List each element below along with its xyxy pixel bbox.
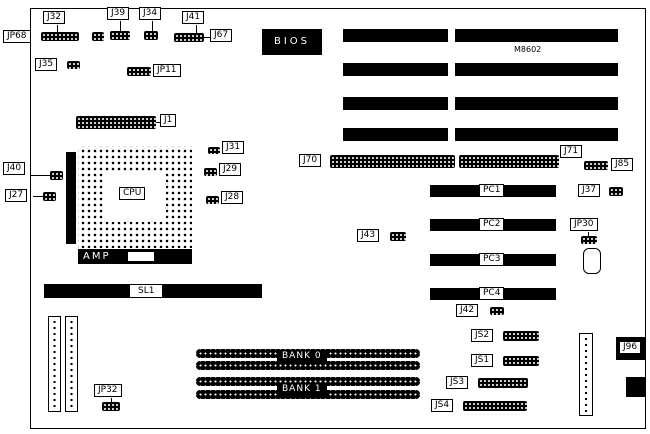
label-j40: J40 [3,162,26,175]
slot-row2-right [455,63,618,76]
label-j43: J43 [357,229,380,242]
leader-line-j27 [33,196,43,197]
j71-header-icon [459,155,559,168]
label-j41: J41 [182,11,205,24]
js2-header-icon [503,331,539,341]
leader-line-j32 [57,25,58,32]
jp68-header-icon [41,32,79,41]
label-js4: JS4 [431,399,454,412]
js3-header-icon [478,378,528,388]
label-j32: J32 [43,11,66,24]
label-pc3: PC3 [479,253,505,266]
left-power-header2-icon [65,316,78,412]
j1-header-icon [76,116,156,129]
bank0-simm-slot-2 [196,361,420,370]
jp30-header-icon [581,236,597,244]
keyboard-connector-block [626,377,646,397]
leader-line-j39 [120,21,121,31]
label-js2: JS2 [471,329,494,342]
j40-header-icon [50,171,63,180]
label-cpu: CPU [119,187,146,200]
leader-line-j41 [196,25,197,33]
bios-chip: BIOS [262,29,322,55]
cpu-side-bar [66,152,76,244]
j31-header-icon [208,147,220,154]
slot-row3-right [455,97,618,110]
j29-header-icon [204,168,217,176]
label-j28: J28 [221,191,244,204]
board-model-text: M8602 [514,45,542,54]
left-power-header-icon [48,316,61,412]
leader-line-j1 [156,122,160,123]
slot-row4-left [343,128,448,141]
label-jp11: JP11 [153,64,181,77]
label-jp30: JP30 [570,218,598,231]
slot-row4-right [455,128,618,141]
j37-header-icon [609,187,623,196]
label-j35: J35 [35,58,58,71]
label-js3: JS3 [446,376,469,389]
label-j27: J27 [5,189,28,202]
label-j70: J70 [299,154,322,167]
label-bank0: BANK 0 [277,350,327,363]
jp11-header-icon [127,67,151,76]
label-pc4: PC4 [479,287,505,300]
js4-header-icon [463,401,527,411]
label-j67: J67 [210,29,233,42]
j34-header-icon [144,31,158,40]
leader-line-j67 [204,37,210,38]
slot-row1-left [343,29,448,42]
js1-header-icon [503,356,539,366]
label-j39: J39 [107,7,130,20]
label-j1: J1 [160,114,177,127]
j85-header-icon [584,161,608,170]
amp-notch [128,252,154,261]
slot-row3-left [343,97,448,110]
bank1-simm-slot-1 [196,377,420,386]
label-sl1: SL1 [129,284,164,298]
unlabeled-header-icon [92,32,104,41]
label-j34: J34 [139,7,162,20]
label-jp68: JP68 [3,30,31,43]
label-pc2: PC2 [479,218,505,231]
label-j71: J71 [560,145,583,158]
label-j85: J85 [611,158,634,171]
label-j31: J31 [222,141,245,154]
j35-header-icon [67,61,80,69]
label-jp32: JP32 [94,384,122,397]
j42-header-icon [490,307,504,315]
label-bank1: BANK 1 [277,383,327,396]
label-js1: JS1 [471,354,494,367]
jp32-header-icon [102,402,120,411]
board-outline [30,8,646,429]
slot-row2-left [343,63,448,76]
j39-header-icon [110,31,130,40]
j27-header-icon [43,192,56,201]
leader-line-j40 [31,175,50,176]
j43-header-icon [390,232,406,241]
label-j42: J42 [456,304,479,317]
slot-row1-right [455,29,618,42]
label-j29: J29 [219,163,242,176]
label-pc1: PC1 [479,184,505,197]
leader-line-jp30 [588,232,589,236]
right-pin-header-icon [579,333,593,416]
j70-header-icon [330,155,455,168]
label-j96: J96 [619,341,642,354]
j28-header-icon [206,196,219,204]
leader-line-j34 [152,21,153,31]
leader-line-jp32 [111,398,112,402]
jp30-bracket-outline [583,248,601,274]
label-j37: J37 [578,184,601,197]
j41-j67-header-icon [174,33,204,42]
